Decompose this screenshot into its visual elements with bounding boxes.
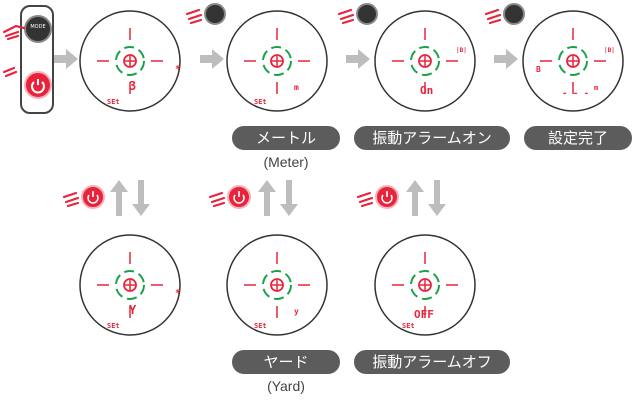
mode-indicator: B <box>536 65 541 74</box>
unit-label: m <box>594 84 598 92</box>
vibration-icon: |B| <box>456 47 467 54</box>
viewfinder-screen-5: Y SEt * <box>79 234 181 336</box>
up-arrow-icon <box>110 180 128 216</box>
viewfinder-screen-1: 3 SEt * <box>79 10 181 112</box>
set-indicator: SEt <box>107 322 120 330</box>
viewfinder-screen-6: y SEt <box>226 234 328 336</box>
set-indicator: SEt <box>402 322 415 330</box>
display-value: Y <box>129 303 137 317</box>
label-alarm-off: 振動アラームオフ <box>354 350 510 374</box>
down-arrow-icon <box>132 180 150 216</box>
viewfinder-screen-4: B - - - m |B| <box>522 10 624 112</box>
mode-button-label: MODE <box>30 24 46 30</box>
right-arrow-icon <box>494 49 518 69</box>
unit-label: m <box>294 83 299 92</box>
up-arrow-icon <box>258 180 276 216</box>
label-alarm-on: 振動アラームオン <box>354 126 510 150</box>
remote-device: MODE <box>20 5 54 114</box>
power-button-icon <box>62 185 105 209</box>
label-yard: ヤード <box>232 350 340 374</box>
mode-button-icon <box>484 3 525 25</box>
hand-pointer-icon <box>2 24 26 41</box>
hand-pointer-icon <box>2 66 18 78</box>
mode-marker: * <box>175 288 181 299</box>
unit-label: y <box>294 307 299 316</box>
up-arrow-icon <box>406 180 424 216</box>
down-arrow-icon <box>428 180 446 216</box>
right-arrow-icon <box>346 49 370 69</box>
set-indicator: SEt <box>254 98 267 106</box>
label-done: 設定完了 <box>524 126 632 150</box>
mode-button-icon[interactable]: MODE <box>24 15 52 43</box>
set-indicator: SEt <box>254 322 267 330</box>
viewfinder-screen-3: On |B| <box>374 10 476 112</box>
mode-button-icon <box>185 3 226 25</box>
vibration-icon: |B| <box>604 47 615 54</box>
display-value: 3 <box>129 79 136 93</box>
label-meter-sub: (Meter) <box>263 154 309 170</box>
mode-button-icon <box>337 3 378 25</box>
right-arrow-icon <box>54 49 78 69</box>
power-button-icon <box>208 185 251 209</box>
down-arrow-icon <box>280 180 298 216</box>
label-yard-sub: (Yard) <box>267 378 305 394</box>
power-button-icon[interactable] <box>24 71 52 99</box>
display-value: - - - <box>562 89 589 99</box>
viewfinder-screen-2: m SEt <box>226 10 328 112</box>
mode-marker: * <box>175 64 181 75</box>
set-indicator: SEt <box>107 98 120 106</box>
power-button-icon <box>356 185 399 209</box>
label-meter: メートル <box>232 126 340 150</box>
display-value: OFF <box>414 308 434 321</box>
viewfinder-screen-7: OFF SEt <box>374 234 476 336</box>
display-value: On <box>420 84 433 97</box>
right-arrow-icon <box>200 49 224 69</box>
